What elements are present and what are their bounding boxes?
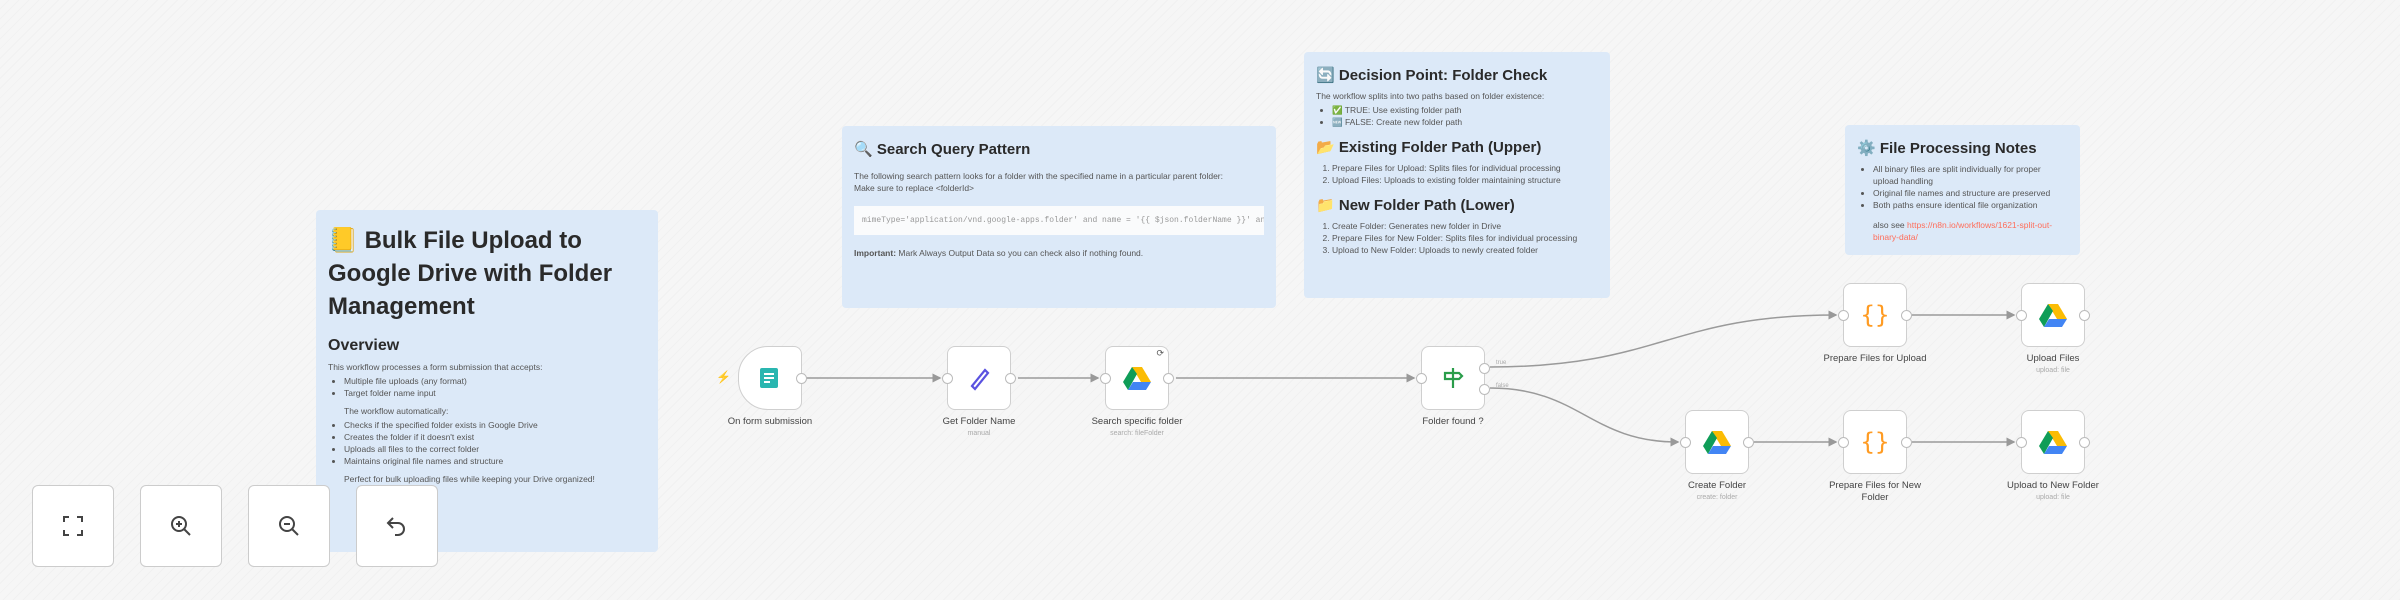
node-label: On form submission (727, 416, 813, 427)
google-drive-icon (2039, 304, 2067, 327)
input-port[interactable] (1680, 436, 1691, 448)
fit-view-icon (63, 516, 83, 536)
new-path-heading: 📁 New Folder Path (Lower) (1316, 197, 1515, 214)
trigger-bolt-icon: ⚡ (716, 370, 731, 384)
node-folder-found[interactable] (1416, 346, 1490, 410)
node-get-folder-name[interactable] (942, 346, 1016, 410)
code-braces-icon: {} (1860, 301, 1890, 329)
note-title: ⚙️ File Processing Notes (1857, 140, 2037, 157)
code-braces-icon: {} (1860, 428, 1890, 456)
output-port[interactable] (1901, 309, 1912, 321)
magnifier-icon: 🔍 (854, 141, 877, 158)
input-port[interactable] (1838, 309, 1849, 321)
pencil-icon (970, 368, 990, 391)
edge (1489, 387, 1680, 447)
input-port[interactable] (1838, 436, 1849, 448)
input-port[interactable] (1416, 372, 1427, 384)
node-prepare-files-for-new-folder[interactable]: {} (1838, 410, 1912, 474)
node-label: Prepare Files for Upload (1823, 353, 1927, 364)
input-port[interactable] (2016, 309, 2027, 321)
google-drive-icon (1123, 367, 1151, 390)
output-port-false[interactable] (1479, 383, 1490, 395)
signpost-icon (1443, 368, 1464, 388)
existing-path-heading: 📂 Existing Folder Path (Upper) (1316, 139, 1542, 156)
node-search-specific-folder[interactable]: ⟳ (1100, 346, 1174, 410)
output-port[interactable] (2079, 309, 2090, 321)
folder-icon: 📒 (328, 227, 365, 254)
branch-label-false: false (1496, 383, 1509, 389)
node-prepare-files-for-upload[interactable]: {} (1838, 283, 1912, 347)
node-upload-files[interactable] (2016, 283, 2090, 347)
input-port[interactable] (2016, 436, 2027, 448)
workflow-link[interactable]: https://n8n.io/workflows/1621-split-out-… (1873, 220, 2053, 242)
reset-zoom-button[interactable] (356, 485, 438, 567)
output-port[interactable] (1163, 372, 1174, 384)
refresh-icon[interactable]: ⟳ (1156, 348, 1164, 358)
zoom-out-button[interactable] (248, 485, 330, 567)
zoom-out-icon (279, 516, 299, 536)
overview-heading: Overview (328, 337, 400, 354)
output-port-true[interactable] (1479, 362, 1490, 374)
node-create-folder[interactable] (1680, 410, 1754, 474)
note-title: 🔍 Search Query Pattern (854, 141, 1031, 158)
input-port[interactable] (1100, 372, 1111, 384)
node-upload-to-new-folder[interactable] (2016, 410, 2090, 474)
chart-icon: 🔄 (1316, 67, 1339, 84)
sticky-note-decision[interactable]: 🔄 Decision Point: Folder Check The workf… (1304, 52, 1610, 298)
google-drive-icon (2039, 431, 2067, 454)
google-drive-icon (1703, 431, 1731, 454)
sticky-note-search-query[interactable]: 🔍 Search Query Pattern The following sea… (842, 126, 1276, 308)
node-on-form-submission[interactable] (738, 346, 807, 410)
important-note: Important: Mark Always Output Data so yo… (854, 248, 1144, 258)
output-port[interactable] (2079, 436, 2090, 448)
output-port[interactable] (1743, 436, 1754, 448)
sticky-note-processing[interactable]: ⚙️ File Processing Notes All binary file… (1845, 125, 2080, 255)
edge (1489, 310, 1838, 368)
branch-label-true: true (1496, 360, 1507, 366)
zoom-in-icon (171, 516, 191, 536)
output-port[interactable] (1901, 436, 1912, 448)
gear-icon: ⚙️ (1857, 140, 1880, 157)
note-title: 🔄 Decision Point: Folder Check (1316, 67, 1548, 84)
folder-icon: 📁 (1316, 197, 1339, 214)
undo-icon (386, 517, 405, 536)
folder-icon: 📂 (1316, 139, 1339, 156)
node-label: Folder found ? (1422, 416, 1484, 427)
output-port[interactable] (1005, 372, 1016, 384)
output-port[interactable] (796, 372, 807, 384)
code-block: mimeType='application/vnd.google-apps.fo… (854, 206, 1264, 235)
input-port[interactable] (942, 372, 953, 384)
node-label: Prepare Files for New Folder (1829, 480, 1921, 503)
form-icon (760, 368, 778, 388)
note-title: 📒 Bulk File Upload to Google Drive with … (328, 227, 613, 320)
fit-view-button[interactable] (32, 485, 114, 567)
zoom-in-button[interactable] (140, 485, 222, 567)
